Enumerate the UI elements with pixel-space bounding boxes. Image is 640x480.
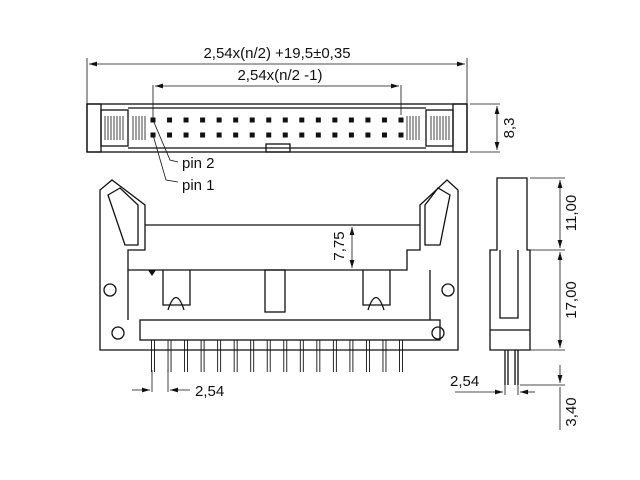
pin [216,132,222,138]
pin [365,132,371,138]
pin [299,117,305,123]
pin [233,117,239,123]
pin [249,117,255,123]
pin [299,132,305,138]
pin [183,117,189,123]
pitch-side-label: 2,54 [450,373,479,390]
side-view: 11,00 17,00 3,40 2,54 [450,177,580,430]
side-upper-label: 11,00 [563,195,580,231]
pin [216,117,222,123]
front-pins [151,340,403,372]
pitch-front-label: 2,54 [195,383,224,400]
pin [167,132,173,138]
top-view: 2,54x(n/2) +19,5±0,35 2,54x(n/2 -1) 8,3 … [86,45,518,194]
pin [348,117,354,123]
front-view: 7,75 2,54 [99,179,459,400]
height-top-label: 8,3 [501,118,518,139]
pin [183,132,189,138]
pin [249,132,255,138]
pin2-label: pin 2 [182,155,215,172]
pin [282,117,288,123]
pin-span-label: 2,54x(n/2 -1) [237,67,322,84]
pin-grid [150,117,404,138]
pin [167,117,173,123]
pin [332,132,338,138]
pin1-label: pin 1 [182,177,215,194]
pin [200,117,206,123]
latch-height-label: 7,75 [331,231,348,260]
pin [398,117,404,123]
pin [381,117,387,123]
pin [381,132,387,138]
pin [200,132,206,138]
pin [365,117,371,123]
pin [282,132,288,138]
pin [332,117,338,123]
side-lower-label: 17,00 [563,281,580,319]
pin [233,132,239,138]
pin-length-label: 3,40 [563,397,580,426]
pin [266,132,272,138]
pin [315,117,321,123]
pin [266,117,272,123]
pin [398,132,404,138]
overall-length-label: 2,54x(n/2) +19,5±0,35 [203,45,350,62]
pin [315,132,321,138]
pin [348,132,354,138]
